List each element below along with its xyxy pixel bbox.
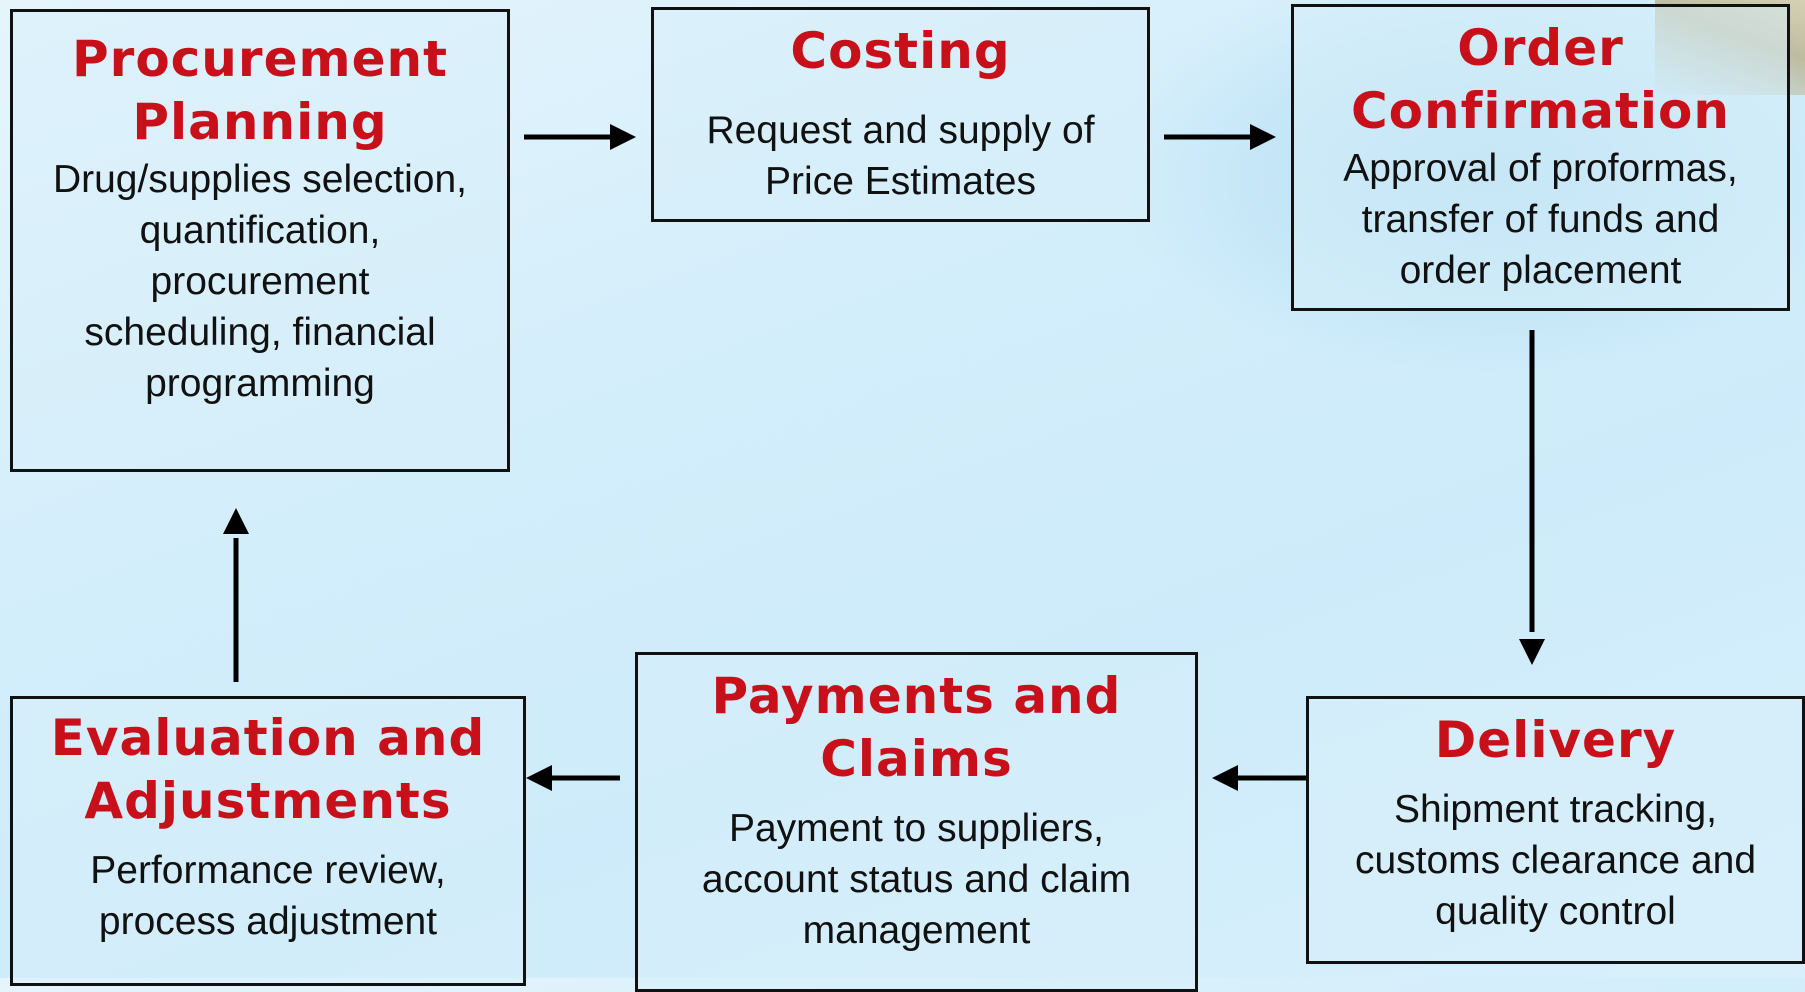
arrowhead-delivery-to-payments [1212,765,1238,791]
procurement-planning-title: Procurement Planning [72,30,448,151]
costing-description: Request and supply of Price Estimates [706,109,1095,203]
procurement-planning-description: Drug/supplies selection, quantification,… [52,158,468,405]
delivery-description: Shipment tracking, customs clearance and… [1354,788,1757,933]
evaluation-and-adjustments-box: Evaluation and Adjustments Performance r… [10,696,526,986]
arrowhead-evaluation-to-planning [223,508,249,534]
payments-and-claims-title: Payments and Claims [711,667,1122,788]
delivery-title: Delivery [1434,711,1677,769]
arrowhead-payments-to-evaluation [526,765,552,791]
evaluation-and-adjustments-title: Evaluation and Adjustments [50,709,486,830]
order-confirmation-box: Order Confirmation Approval of proformas… [1291,4,1790,311]
arrowhead-costing-to-confirmation [1250,124,1276,150]
order-confirmation-title: Order Confirmation [1350,19,1731,140]
evaluation-and-adjustments-description: Performance review, process adjustment [90,849,446,943]
arrowhead-planning-to-costing [610,124,636,150]
arrowhead-confirmation-to-delivery [1519,639,1545,665]
payments-and-claims-description: Payment to suppliers, account status and… [701,807,1132,952]
costing-box: Costing Request and supply of Price Esti… [651,7,1150,222]
payments-and-claims-box: Payments and Claims Payment to suppliers… [635,652,1198,992]
procurement-planning-box: Procurement Planning Drug/supplies selec… [10,9,510,472]
order-confirmation-description: Approval of proformas, transfer of funds… [1343,147,1738,292]
costing-title: Costing [790,22,1011,80]
delivery-box: Delivery Shipment tracking, customs clea… [1306,696,1805,964]
